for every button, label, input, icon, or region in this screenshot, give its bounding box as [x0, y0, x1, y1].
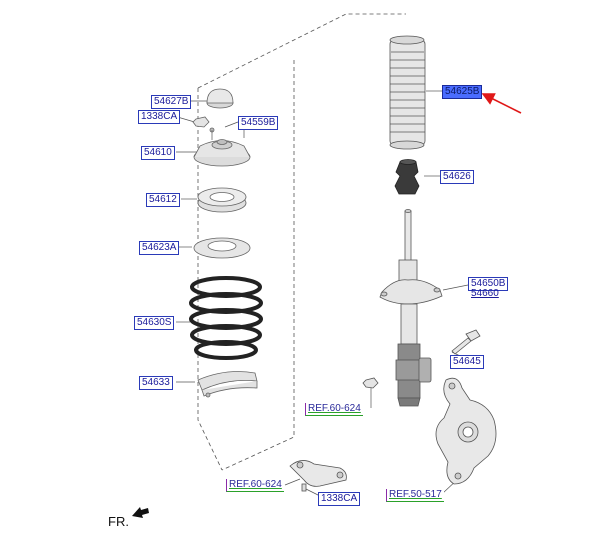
part-label-1338CA-bottom[interactable]: 1338CA [318, 492, 361, 506]
part-label-54645[interactable]: 54645 [450, 355, 484, 369]
dust-boot [389, 35, 426, 150]
part-label-54612[interactable]: 54612 [146, 193, 180, 207]
lock-nut-top [192, 116, 210, 128]
part-label-54626[interactable]: 54626 [440, 170, 474, 184]
spring-upper-pad [193, 237, 251, 259]
part-label-54610[interactable]: 54610 [141, 146, 175, 160]
coil-spring [189, 276, 263, 360]
part-label-54660[interactable]: 54660 [471, 288, 499, 299]
part-label-1338CA-top[interactable]: 1338CA [138, 110, 181, 124]
assembly-dashed-outline [197, 13, 406, 471]
reference-link-50-517[interactable]: REF.50-517 [386, 489, 444, 502]
part-label-54630S[interactable]: 54630S [134, 316, 175, 330]
lock-nut-strut [362, 377, 379, 389]
knuckle-bolt [451, 329, 481, 355]
callout-arrow [481, 93, 522, 114]
part-label-54650B[interactable]: 54650B [468, 277, 509, 291]
front-orientation-label: FR. [108, 514, 129, 529]
part-label-54633[interactable]: 54633 [139, 376, 173, 390]
bump-stopper [394, 159, 420, 195]
part-label-54627B[interactable]: 54627B [151, 95, 192, 109]
strut-mount [193, 122, 251, 167]
reference-link-60-624-lower[interactable]: REF.60-624 [226, 479, 284, 492]
dust-cap [206, 88, 234, 109]
front-direction-arrow-icon [132, 507, 149, 518]
part-label-54559B[interactable]: 54559B [238, 116, 279, 130]
steering-knuckle [435, 377, 497, 485]
part-label-54623A[interactable]: 54623A [139, 241, 180, 255]
part-label-54625B[interactable]: 54625B [442, 85, 483, 99]
reference-link-60-624-upper[interactable]: REF.60-624 [305, 403, 363, 416]
strut-bearing [197, 187, 247, 213]
strut-assembly [379, 209, 443, 407]
spring-lower-seat [197, 371, 258, 398]
lower-link-bracket [289, 460, 347, 492]
